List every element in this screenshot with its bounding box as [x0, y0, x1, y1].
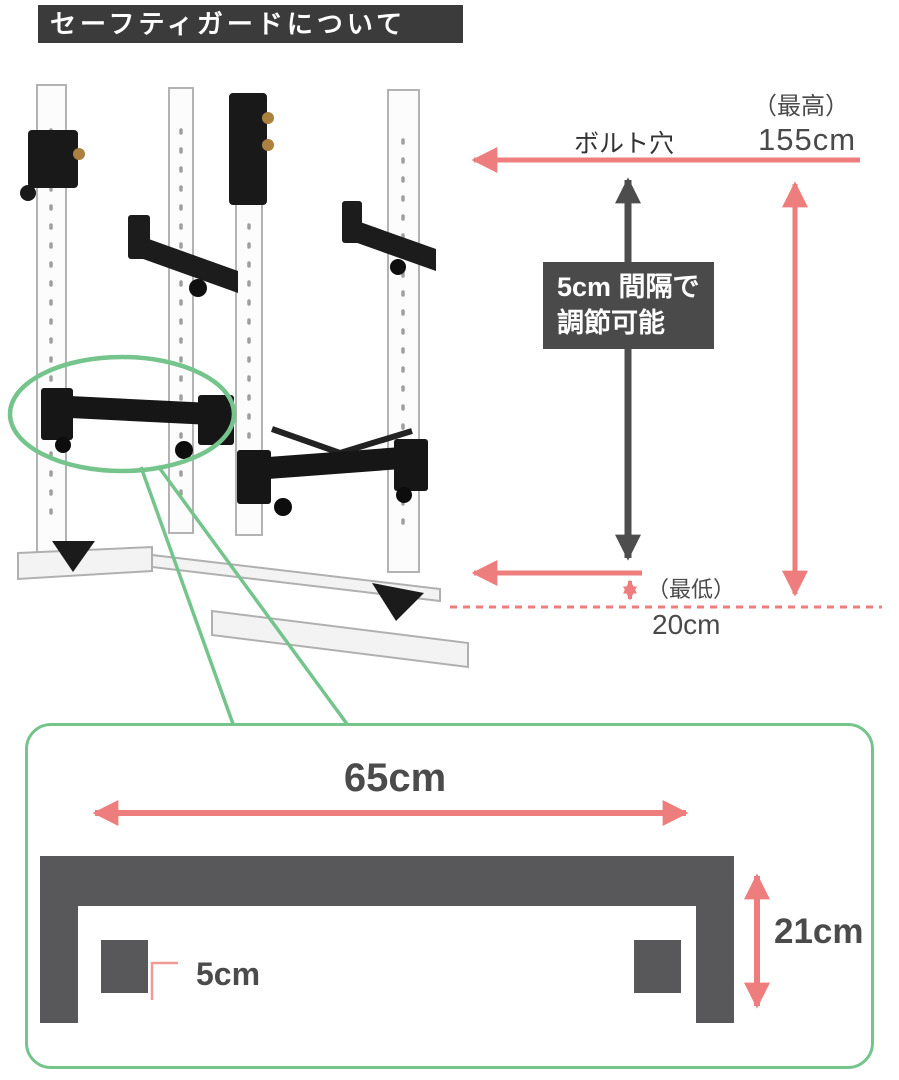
section-header: セーフティガードについて	[38, 5, 463, 43]
rack-attachments	[20, 93, 274, 205]
safety-guard-bars	[41, 388, 428, 516]
bar-gap-value: 5cm	[196, 956, 261, 992]
adjustment-note-line1: 5cm 間隔で	[557, 272, 700, 302]
section-title: セーフティガードについて	[50, 9, 407, 39]
rack-posts	[36, 84, 420, 573]
spotter-arms	[128, 201, 436, 297]
bar-width-value: 65cm	[343, 756, 447, 800]
max-height-value: 155cm	[758, 122, 857, 157]
adjustment-note: 5cm 間隔で 調節可能	[543, 262, 714, 349]
adjustment-note-line2: 調節可能	[557, 308, 665, 339]
max-height-prefix: （最高）	[753, 93, 849, 120]
min-height-value: 20cm	[652, 609, 721, 640]
bolt-hole-label: ボルト穴	[574, 130, 675, 158]
min-height-prefix: （最低）	[647, 577, 736, 602]
bar-height-value: 21cm	[774, 912, 864, 951]
power-rack-photo	[17, 84, 469, 669]
